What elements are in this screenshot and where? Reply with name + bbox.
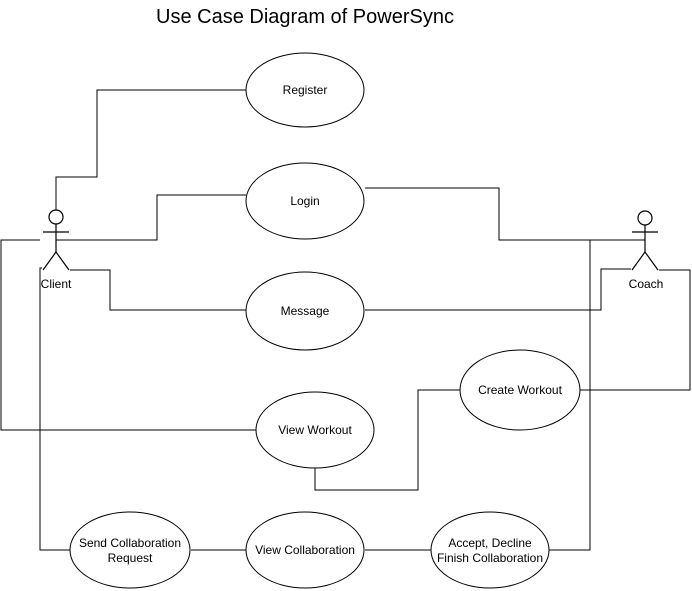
use-case-view-workout: View Workout (255, 391, 375, 469)
view-workout-ellipse (255, 391, 375, 469)
edge-client-login (56, 194, 246, 241)
send-collaboration-label-line2: Request (108, 551, 153, 565)
view-workout-label: View Workout (278, 423, 352, 437)
edge-client-view-workout (0, 239, 256, 431)
accept-decline-label-line2: Finish Collaboration (437, 551, 543, 565)
actor-coach: Coach (629, 210, 664, 291)
accept-decline-ellipse (430, 511, 550, 589)
edge-client-message (70, 269, 246, 311)
register-ellipse (245, 52, 365, 128)
coach-label: Coach (629, 277, 664, 291)
coach-right-leg (644, 251, 659, 271)
accept-decline-label-line1: Accept, Decline (448, 536, 532, 550)
coach-head (637, 210, 653, 226)
message-ellipse (245, 271, 365, 351)
edge-coach-create-workout (580, 269, 691, 391)
edge-coach-accept-decline (547, 240, 591, 551)
client-head (48, 209, 64, 225)
edge-coach-message (365, 268, 631, 311)
diagram-title: Use Case Diagram of PowerSync (156, 6, 454, 28)
client-label: Client (41, 277, 72, 291)
edge-client-send-collaboration (39, 267, 71, 551)
use-case-message: Message (245, 271, 365, 351)
use-case-login: Login (245, 162, 365, 240)
message-label: Message (281, 304, 330, 318)
create-workout-label: Create Workout (478, 383, 562, 397)
view-collaboration-label: View Collaboration (255, 543, 355, 557)
edge-client-register (55, 89, 246, 210)
use-case-send-collaboration-request: Send Collaboration Request (69, 511, 191, 589)
login-ellipse (245, 162, 365, 240)
edge-coach-login (365, 187, 645, 241)
client-left-leg (42, 251, 57, 271)
use-case-accept-decline-finish: Accept, Decline Finish Collaboration (430, 511, 550, 589)
login-label: Login (290, 194, 319, 208)
register-label: Register (283, 83, 328, 97)
coach-left-leg (631, 251, 646, 271)
create-workout-ellipse (459, 349, 581, 431)
use-case-create-workout: Create Workout (459, 349, 581, 431)
view-collaboration-ellipse (245, 511, 365, 589)
client-right-leg (55, 251, 70, 271)
edge-view-workout-create-workout (314, 389, 461, 491)
send-collaboration-label-line1: Send Collaboration (79, 536, 181, 550)
use-case-view-collaboration: View Collaboration (245, 511, 365, 589)
use-case-register: Register (245, 52, 365, 128)
send-collaboration-ellipse (69, 511, 191, 589)
associations (0, 89, 691, 551)
actor-client: Client (41, 209, 72, 291)
